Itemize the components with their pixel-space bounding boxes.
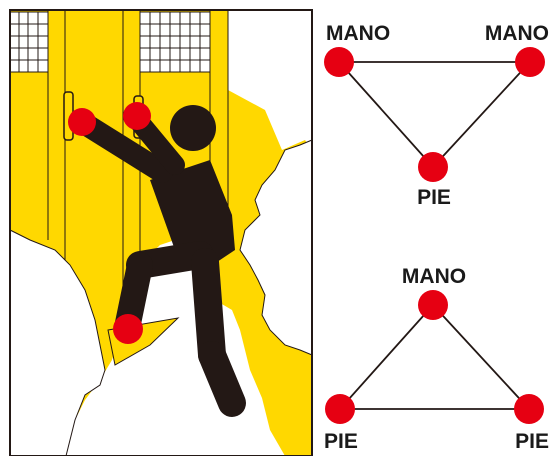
climbing-illustration <box>0 0 315 456</box>
hand-contact-icon <box>68 108 96 136</box>
foot-contact-icon <box>113 314 143 344</box>
label-hand-top: MANO <box>402 265 466 288</box>
label-hand-right: MANO <box>485 22 549 45</box>
contact-node <box>325 394 355 424</box>
contact-node <box>324 47 354 77</box>
diagram-one-hand-two-feet: MANO PIE PIE <box>324 265 549 453</box>
contact-node <box>515 47 545 77</box>
contact-node <box>418 152 448 182</box>
diagram-two-hands-one-foot: MANO MANO PIE <box>324 22 549 209</box>
triangle-lines <box>339 62 530 167</box>
label-foot-bottom: PIE <box>417 186 451 209</box>
label-hand-left: MANO <box>326 22 390 45</box>
triangle-lines <box>340 305 529 409</box>
contact-node <box>514 394 544 424</box>
contact-node <box>418 290 448 320</box>
grid-panel-right <box>140 12 210 72</box>
label-foot-left: PIE <box>324 430 358 453</box>
hand-contact-icon <box>123 102 151 130</box>
label-foot-right: PIE <box>515 430 549 453</box>
grid-panel-left <box>10 12 48 72</box>
